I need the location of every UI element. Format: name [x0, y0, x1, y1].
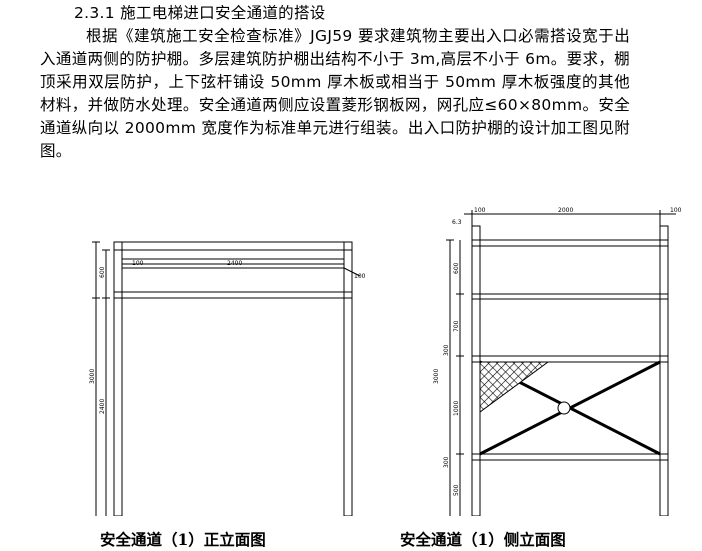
side-dim-right-offset: 100 — [670, 207, 682, 214]
side-dim-total-height: 3000 — [433, 369, 440, 384]
side-beam-3 — [471, 355, 669, 363]
body-paragraph: 根据《建筑施工安全检查标准》JGJ59 要求建筑物主要出入口必需搭设宽于出入通道… — [40, 27, 630, 160]
side-dim-top-span: 2000 — [558, 207, 573, 214]
front-dim-top-span: 2400 — [227, 260, 242, 267]
front-dim-total-height: 3000 — [89, 369, 96, 384]
side-dim-h1: 600 — [453, 262, 460, 274]
side-dim-h2: 700 — [453, 320, 460, 332]
side-dim-h4: 1000 — [453, 401, 460, 416]
side-beam-4 — [471, 453, 669, 461]
side-elevation-svg: 6.3 100 2000 100 600 700 300 3000 1000 3… — [433, 207, 682, 517]
side-left-post — [471, 225, 481, 517]
section-heading: 2.3.1 施工电梯进口安全通道的搭设 — [74, 4, 326, 22]
side-dim-left-offset: 100 — [474, 207, 486, 214]
text-block: 2.3.1 施工电梯进口安全通道的搭设 根据《建筑施工安全检查标准》JGJ59 … — [40, 2, 630, 163]
front-dim-height-upper: 600 — [99, 266, 106, 278]
side-dim-left-small: 6.3 — [452, 219, 462, 226]
front-dim-clear-height: 2400 — [99, 399, 106, 414]
side-elevation-caption: 安全通道（1）侧立面图 — [400, 530, 566, 549]
front-elevation-svg: 100 2400 100 600 3000 2400 — [89, 241, 366, 517]
side-mesh-panel — [479, 361, 550, 413]
front-lower-beam — [113, 291, 353, 299]
front-right-post — [343, 241, 353, 517]
side-dim-h3: 300 — [443, 344, 450, 356]
front-dim-right-offset: 100 — [354, 273, 366, 280]
side-dim-h5: 300 — [443, 456, 450, 468]
front-elevation-caption: 安全通道（1）正立面图 — [100, 530, 266, 549]
front-dim-top-offset: 100 — [132, 260, 144, 267]
front-top-beam — [113, 241, 353, 251]
side-elevation-drawing: 6.3 100 2000 100 600 700 300 3000 1000 3… — [408, 206, 696, 517]
side-right-post — [659, 225, 669, 517]
front-elevation-drawing: 100 2400 100 600 3000 2400 — [82, 206, 382, 517]
side-beam-1 — [471, 239, 669, 247]
side-dim-h6: 500 — [453, 484, 460, 496]
side-beam-2 — [471, 293, 669, 300]
front-left-post — [113, 241, 123, 517]
